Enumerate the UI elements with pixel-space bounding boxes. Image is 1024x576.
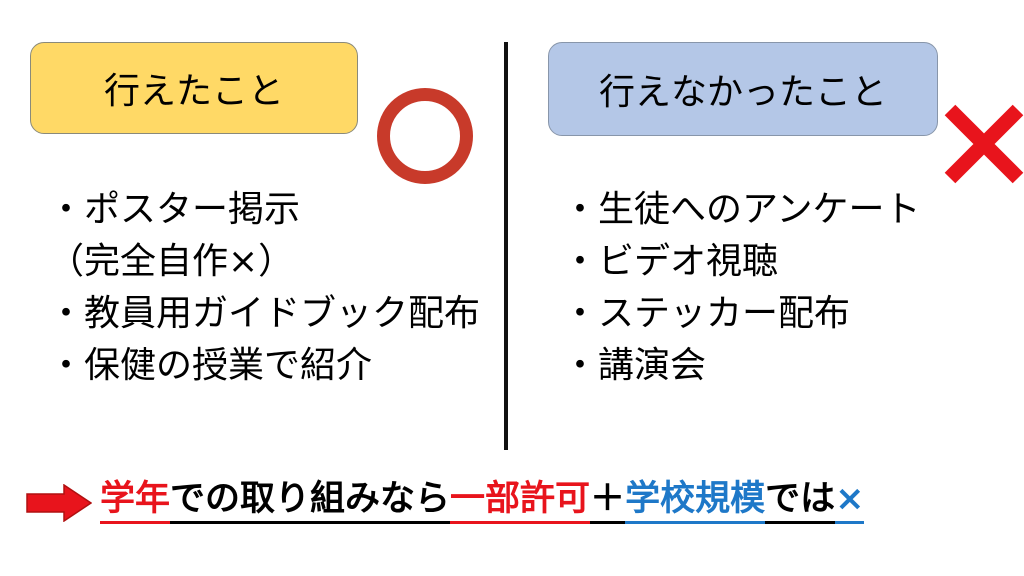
- not-done-heading-box: 行えなかったこと: [548, 42, 938, 136]
- list-item: ・ポスター掲示: [48, 189, 301, 230]
- divider-line: [504, 42, 508, 450]
- list-item: ・講演会: [562, 345, 707, 386]
- list-item: （完全自作×）: [48, 241, 295, 282]
- list-item: ・生徒へのアンケート: [562, 189, 921, 230]
- not-done-heading: 行えなかったこと: [598, 72, 887, 113]
- conclusion-part: 一部許可: [450, 479, 591, 524]
- done-list: ・ポスター掲示 （完全自作×） ・教員用ガイドブック配布 ・保健の授業で紹介: [48, 184, 480, 392]
- conclusion-part: 学校規模: [625, 479, 766, 524]
- list-item: ・教員用ガイドブック配布: [48, 293, 481, 334]
- not-done-list: ・生徒へのアンケート ・ビデオ視聴 ・ステッカー配布 ・講演会: [562, 184, 921, 392]
- done-heading: 行えたこと: [103, 71, 284, 112]
- conclusion-text: 学年での取り組みなら一部許可＋学校規模では×: [100, 476, 865, 524]
- conclusion-part: での取り組みなら: [170, 479, 451, 524]
- conclusion-part: ＋: [590, 479, 626, 524]
- conclusion-part: では: [765, 479, 836, 524]
- list-item: ・保健の授業で紹介: [48, 345, 373, 386]
- list-item: ・ビデオ視聴: [562, 241, 779, 282]
- cross-ng-icon: [944, 104, 1024, 184]
- conclusion-part: ×: [835, 479, 865, 524]
- done-heading-box: 行えたこと: [30, 42, 358, 134]
- list-item: ・ステッカー配布: [562, 293, 851, 334]
- circle-ok-icon: [377, 88, 473, 184]
- conclusion-part: 学年: [100, 479, 171, 524]
- arrow-right-icon: [26, 484, 92, 522]
